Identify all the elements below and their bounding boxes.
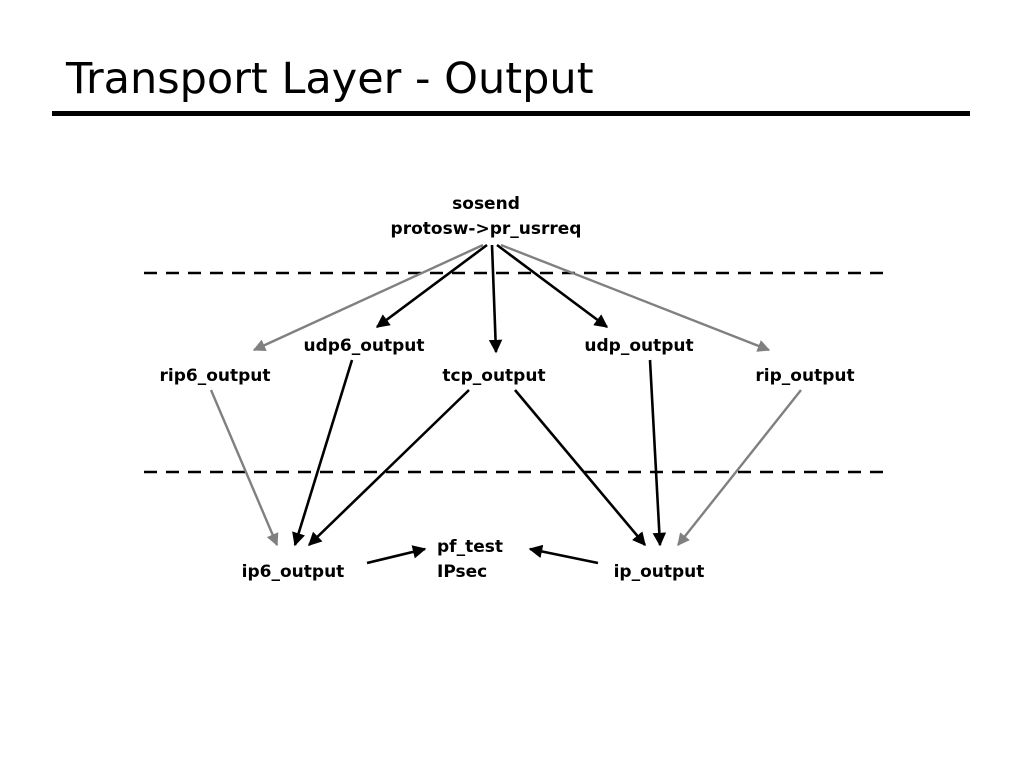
node-udp-output-label: udp_output [584,336,694,356]
edge-sosend-to-rip6-output [252,243,484,352]
edge-sosend-to-udp6-output [375,243,488,329]
node-udp6-output-label: udp6_output [303,336,425,356]
node-ip6-output-label: ip6_output [241,562,345,582]
node-sosend[interactable]: sosend protosw->pr_usrreq [391,192,582,242]
node-sosend-line2: protosw->pr_usrreq [390,219,582,239]
node-pf-test-line1: pf_test [437,537,503,557]
edge-udp-output-to-ip-output [648,359,667,547]
edge-ip6-output-to-pf-test [366,545,427,565]
node-tcp-output[interactable]: tcp_output [442,364,545,389]
node-rip-output[interactable]: rip_output [755,364,854,389]
node-ip6-output[interactable]: ip6_output [242,560,345,585]
node-pf-test-ipsec[interactable]: pf_test IPsec [437,535,503,585]
edge-sosend-to-udp-output [496,243,609,329]
page-title: Transport Layer - Output [66,54,594,104]
edge-udp6-output-to-ip6-output [292,359,354,547]
title-underline-rule [52,111,970,116]
edge-ip-output-to-pf-test [528,544,599,565]
node-ip-output[interactable]: ip_output [614,560,705,585]
edge-tcp-output-to-ip-output [514,389,646,547]
node-rip-output-label: rip_output [755,366,855,386]
node-pf-test-line2: IPsec [437,562,488,582]
edge-tcp-output-to-ip6-output [308,389,470,546]
edge-rip6-output-to-ip6-output [209,389,279,547]
node-udp-output[interactable]: udp_output [584,334,693,359]
edge-sosend-to-rip-output [500,243,771,352]
node-ip-output-label: ip_output [613,562,705,582]
edge-sosend-to-tcp-output [488,244,503,354]
node-udp6-output[interactable]: udp6_output [303,334,424,359]
node-tcp-output-label: tcp_output [442,366,546,386]
edge-rip-output-to-ip-output [677,389,802,546]
node-sosend-line1: sosend [452,194,520,214]
node-rip6-output[interactable]: rip6_output [159,364,270,389]
node-rip6-output-label: rip6_output [159,366,271,386]
